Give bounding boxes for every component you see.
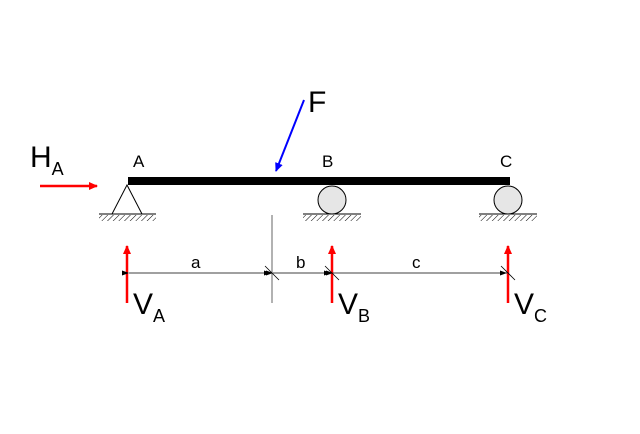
roller-support-c: [479, 185, 537, 221]
horizontal-reaction-label: HA: [30, 141, 64, 179]
reaction-label-c: VC: [514, 288, 547, 326]
point-label-b: B: [322, 152, 333, 171]
point-label-a: A: [133, 152, 145, 171]
dimension-label-a: a: [191, 253, 201, 272]
applied-force-label: F: [308, 86, 326, 119]
dimension-line-c: [326, 265, 516, 281]
dimension-line-a: [122, 265, 280, 281]
reaction-label-a: VA: [133, 288, 165, 326]
reaction-label-b: VB: [338, 288, 370, 326]
applied-force-arrow: [275, 99, 305, 172]
point-label-c: C: [500, 152, 512, 171]
beam: [128, 177, 510, 185]
roller-support-b: [303, 185, 361, 221]
dimension-line-b: [266, 265, 340, 281]
dimension-label-c: c: [412, 253, 421, 272]
pin-support-a: [99, 183, 156, 221]
dimension-label-b: b: [296, 253, 305, 272]
